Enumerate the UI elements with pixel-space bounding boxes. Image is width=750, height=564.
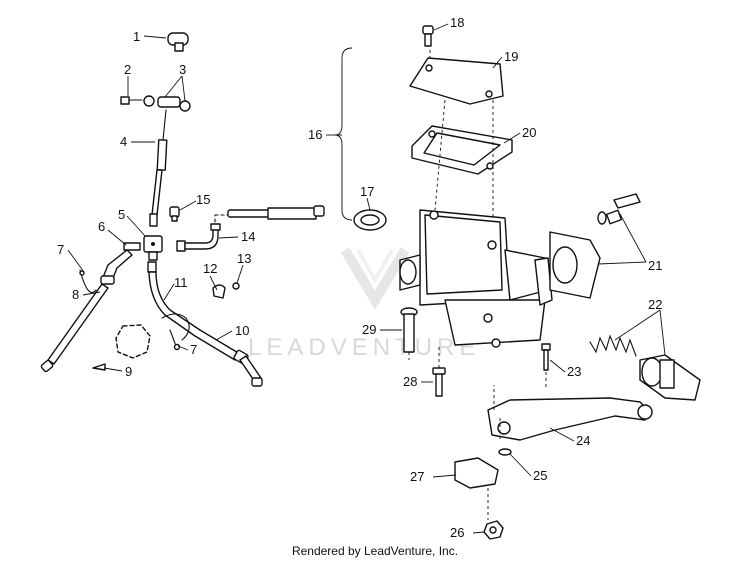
callout-29: 29 bbox=[362, 322, 376, 337]
callout-7: 7 bbox=[57, 242, 64, 257]
callout-7b: 7 bbox=[190, 342, 197, 357]
callout-14: 14 bbox=[241, 229, 255, 244]
lever-adjuster bbox=[454, 457, 499, 520]
left-brake-hose bbox=[40, 242, 141, 373]
lock-nut bbox=[483, 520, 504, 540]
cover-screw bbox=[422, 25, 434, 47]
master-cylinder-assembly bbox=[334, 25, 701, 540]
callout-9: 9 bbox=[125, 364, 132, 379]
reservoir-gasket bbox=[411, 125, 513, 175]
dust-seal bbox=[353, 209, 387, 231]
group-brace bbox=[334, 47, 353, 221]
handlebar-clamp bbox=[549, 193, 641, 299]
callout-28: 28 bbox=[403, 374, 417, 389]
bolt bbox=[120, 96, 143, 105]
mounting-bolt bbox=[400, 307, 418, 360]
brake-line-assembly bbox=[40, 32, 325, 387]
callout-11: 11 bbox=[174, 275, 188, 290]
callout-18: 18 bbox=[450, 15, 464, 30]
callout-24: 24 bbox=[576, 433, 590, 448]
watermark-text: LEADVENTURE bbox=[248, 334, 480, 361]
callout-23: 23 bbox=[567, 364, 581, 379]
clamp-screw bbox=[432, 345, 446, 397]
pivot-pin bbox=[541, 343, 551, 390]
callout-19: 19 bbox=[504, 49, 518, 64]
callouts: 1 2 3 4 5 6 7 8 9 10 11 12 13 14 15 16 1… bbox=[57, 15, 662, 540]
washers bbox=[143, 95, 191, 112]
callout-12: 12 bbox=[203, 261, 217, 276]
leader-lines bbox=[67, 23, 666, 534]
junction-block bbox=[143, 235, 163, 261]
callout-1: 1 bbox=[133, 29, 140, 44]
mounting-bracket bbox=[92, 324, 151, 371]
callout-10: 10 bbox=[235, 323, 249, 338]
callout-25: 25 bbox=[533, 468, 547, 483]
reservoir-cover bbox=[409, 57, 504, 105]
callout-17: 17 bbox=[360, 184, 374, 199]
upper-brake-hose bbox=[149, 109, 168, 227]
callout-4: 4 bbox=[120, 134, 127, 149]
switch-clip bbox=[212, 282, 240, 299]
callout-2: 2 bbox=[124, 62, 131, 77]
callout-20: 20 bbox=[522, 125, 536, 140]
master-cylinder-body bbox=[399, 209, 553, 348]
callout-16: 16 bbox=[308, 127, 322, 142]
callout-8: 8 bbox=[72, 287, 79, 302]
fitting bbox=[169, 206, 180, 222]
banjo-fitting bbox=[167, 32, 189, 52]
callout-27: 27 bbox=[410, 469, 424, 484]
lever-bushing bbox=[498, 448, 512, 456]
callout-22: 22 bbox=[648, 297, 662, 312]
piston-and-spring bbox=[589, 334, 701, 401]
right-brake-hose bbox=[147, 261, 263, 387]
callout-26: 26 bbox=[450, 525, 464, 540]
brake-lever bbox=[487, 385, 653, 441]
callout-6: 6 bbox=[98, 219, 105, 234]
callout-13: 13 bbox=[237, 251, 251, 266]
footer-credit: Rendered by LeadVenture, Inc. bbox=[291, 544, 459, 558]
watermark-logo bbox=[340, 247, 410, 310]
brake-tube bbox=[176, 205, 325, 252]
callout-15: 15 bbox=[196, 192, 210, 207]
callout-5: 5 bbox=[118, 207, 125, 222]
callout-3: 3 bbox=[179, 62, 186, 77]
callout-21: 21 bbox=[648, 258, 662, 273]
